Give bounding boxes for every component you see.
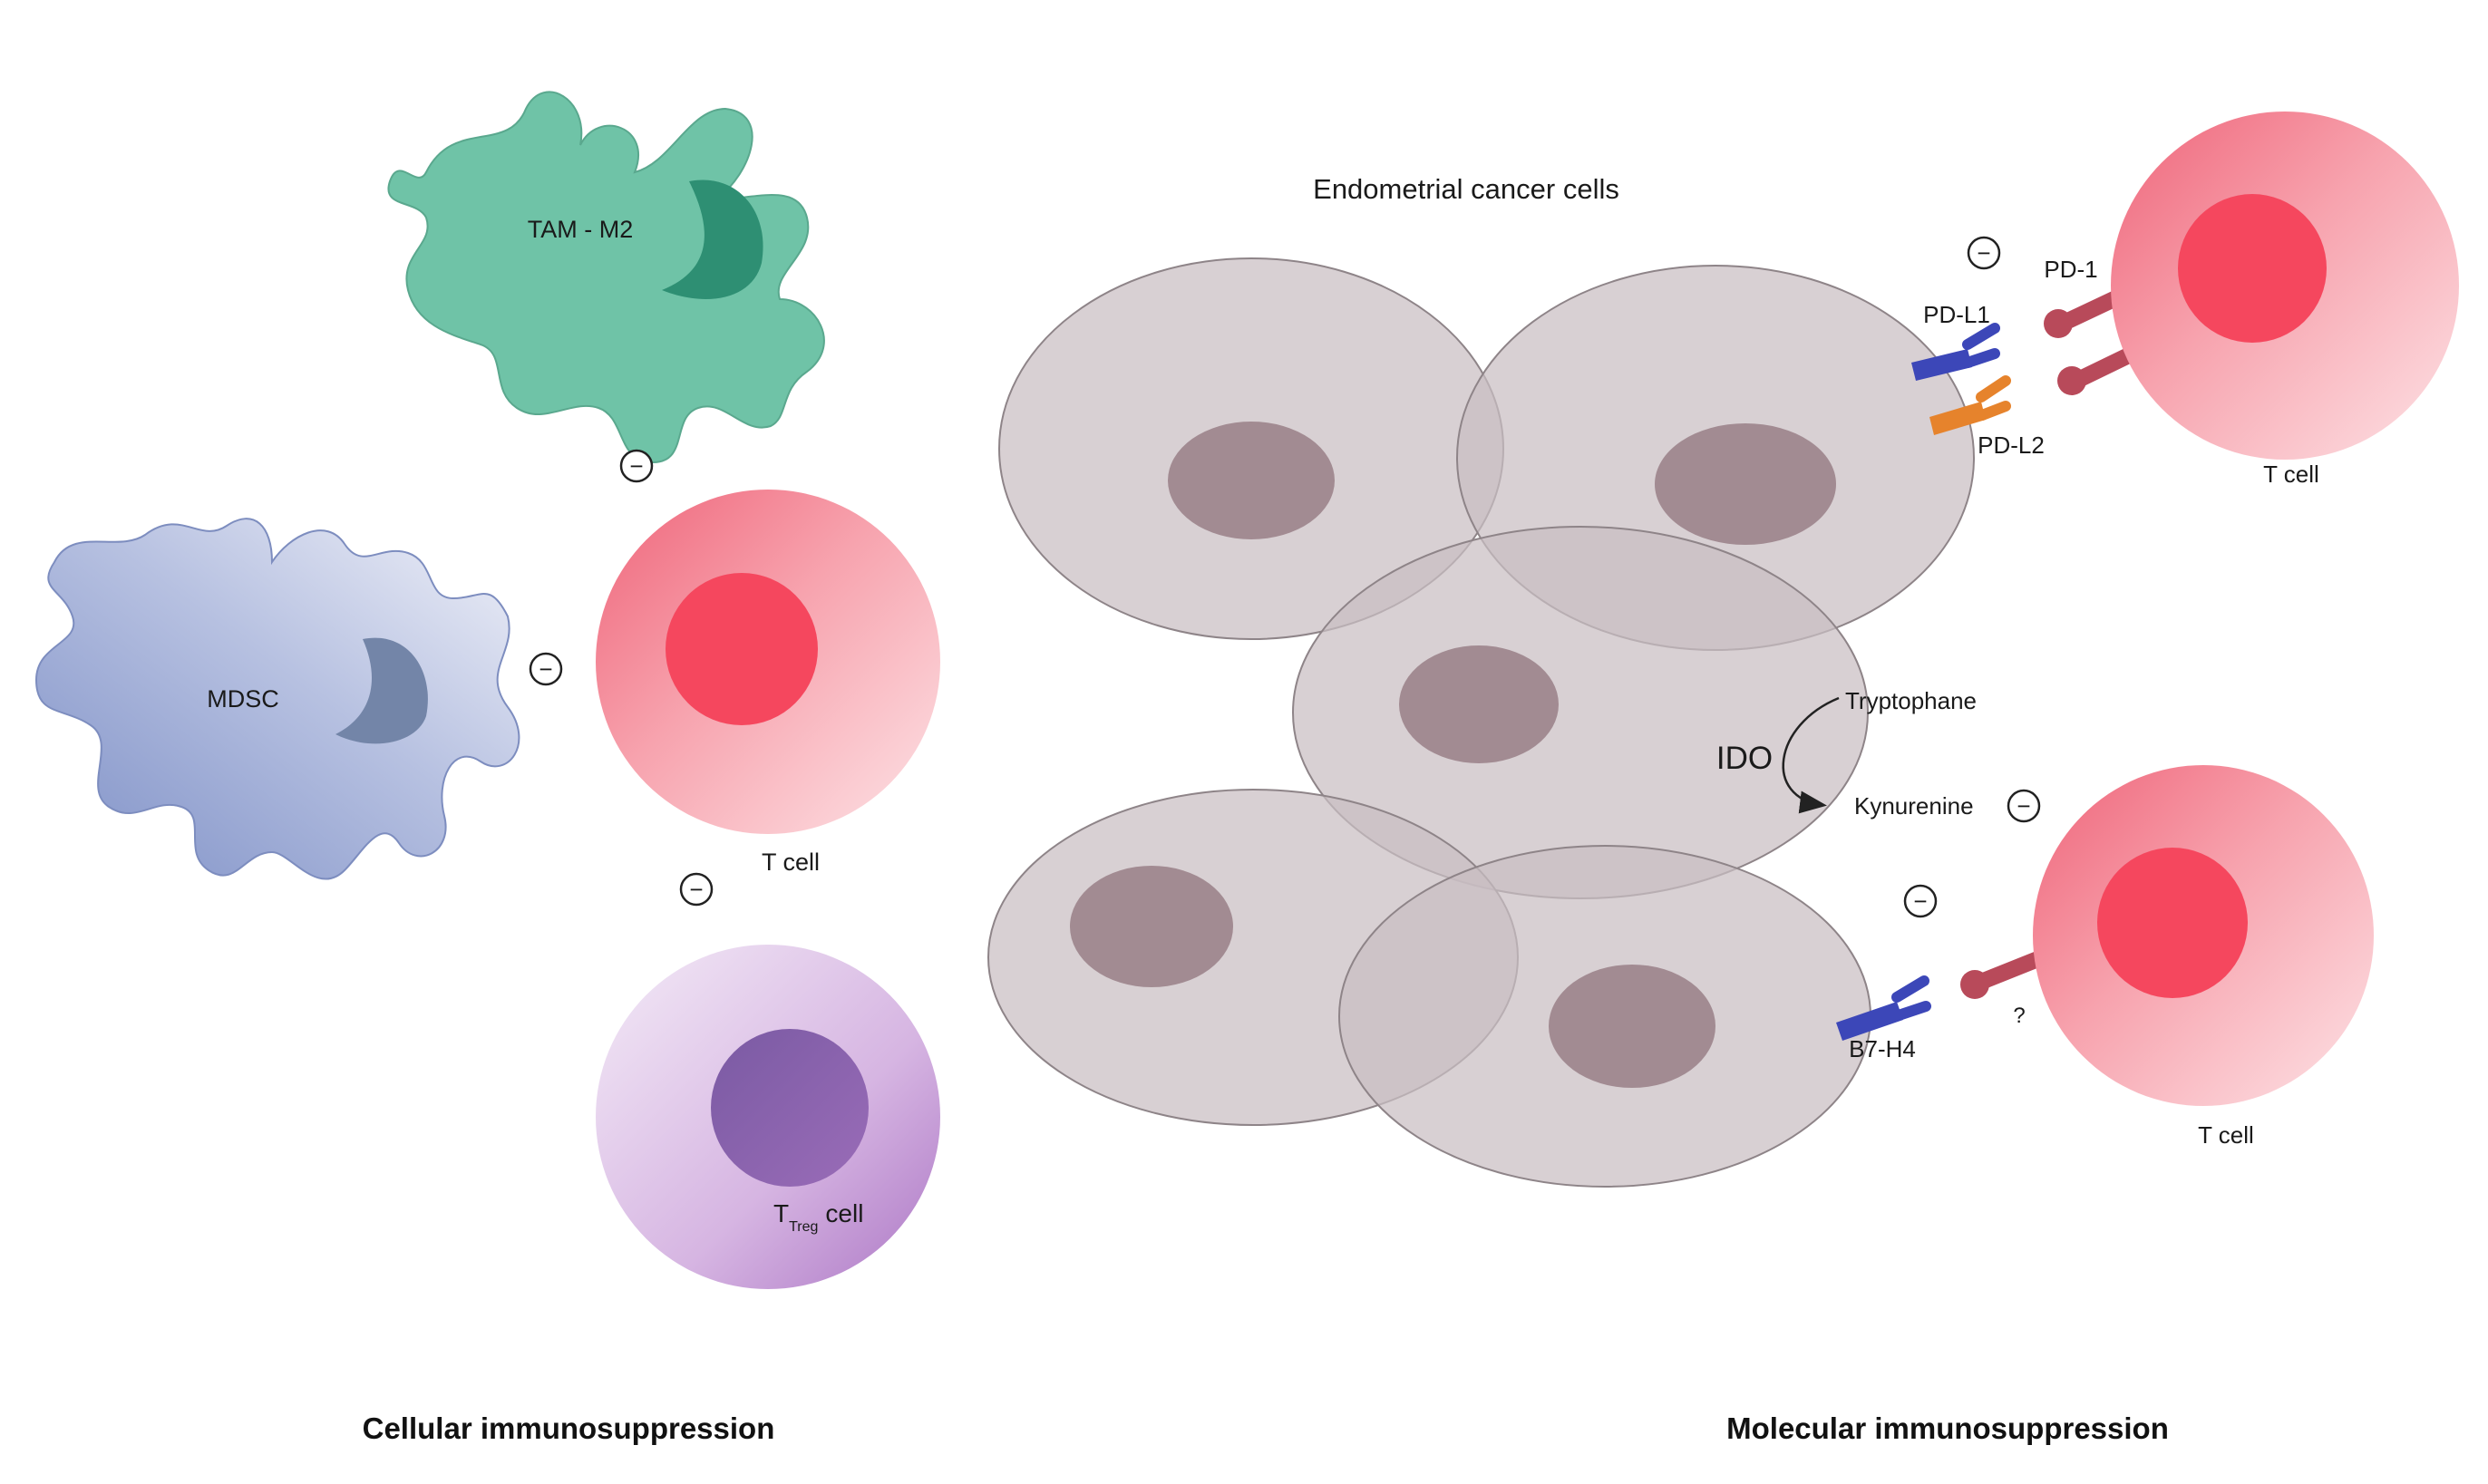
unknown-receptor-label: ? <box>2013 1004 2025 1028</box>
svg-text:−: − <box>1977 239 1990 267</box>
inhibit-symbol-b7h4: − <box>1903 884 1938 918</box>
pd-l1-label: PD-L1 <box>1923 301 1990 328</box>
inhibit-symbol-mdsc: − <box>529 652 563 686</box>
cancer-cells-title: Endometrial cancer cells <box>1313 173 1619 205</box>
mdsc-cell: MDSC <box>34 518 520 880</box>
svg-text:−: − <box>1913 887 1927 915</box>
svg-text:−: − <box>2017 792 2030 820</box>
pd-l2-label: PD-L2 <box>1978 432 2045 459</box>
svg-text:−: − <box>539 655 552 683</box>
mdsc-label: MDSC <box>207 685 279 713</box>
t-cell-nucleus <box>2178 194 2327 343</box>
inhibit-symbol-tam: − <box>619 449 654 483</box>
t-cell-left: T cell <box>596 490 940 876</box>
ido-pathway: IDO Tryptophane Kynurenine <box>1716 687 1977 820</box>
inhibit-symbol-treg: − <box>679 872 714 907</box>
inhibit-symbol-kynurenine: − <box>2007 789 2041 823</box>
pd-l1-ligand <box>1911 323 2000 381</box>
tam-m2-cell: TAM - M2 <box>387 91 825 464</box>
ido-label: IDO <box>1716 741 1773 776</box>
svg-text:−: − <box>629 452 643 480</box>
cancer-cell-cluster <box>987 257 1975 1188</box>
caption-molecular: Molecular immunosuppression <box>1726 1411 2169 1445</box>
t-cell-nucleus <box>2097 848 2248 998</box>
tam-nucleus <box>662 179 763 299</box>
t-cell-top-right: T cell <box>2111 112 2459 488</box>
b7-h4-label: B7-H4 <box>1849 1035 1916 1062</box>
b7-h4-ligand <box>1836 975 1931 1041</box>
cancer-cell <box>1292 526 1869 899</box>
t-cell-left-label: T cell <box>762 849 820 876</box>
svg-text:−: − <box>689 876 703 903</box>
pd-l2-ligand <box>1929 375 2011 435</box>
kynurenine-label: Kynurenine <box>1854 792 1974 820</box>
b7-h4-receptor <box>1960 948 2053 999</box>
t-cell-nucleus <box>666 573 818 725</box>
tryptophane-label: Tryptophane <box>1845 687 1977 714</box>
t-cell-top-right-label: T cell <box>2263 461 2319 488</box>
cancer-cell <box>1338 845 1871 1188</box>
caption-cellular: Cellular immunosuppression <box>363 1411 775 1445</box>
t-cell-bottom-right-label: T cell <box>2198 1121 2254 1149</box>
treg-nucleus <box>711 1029 869 1187</box>
mdsc-nucleus <box>335 637 428 744</box>
t-cell-bottom-right: T cell <box>2033 765 2374 1149</box>
pd-1-label: PD-1 <box>2044 256 2097 283</box>
tam-label: TAM - M2 <box>528 216 634 243</box>
cancer-cell <box>998 257 1504 640</box>
inhibit-symbol-pd: − <box>1967 236 2001 270</box>
